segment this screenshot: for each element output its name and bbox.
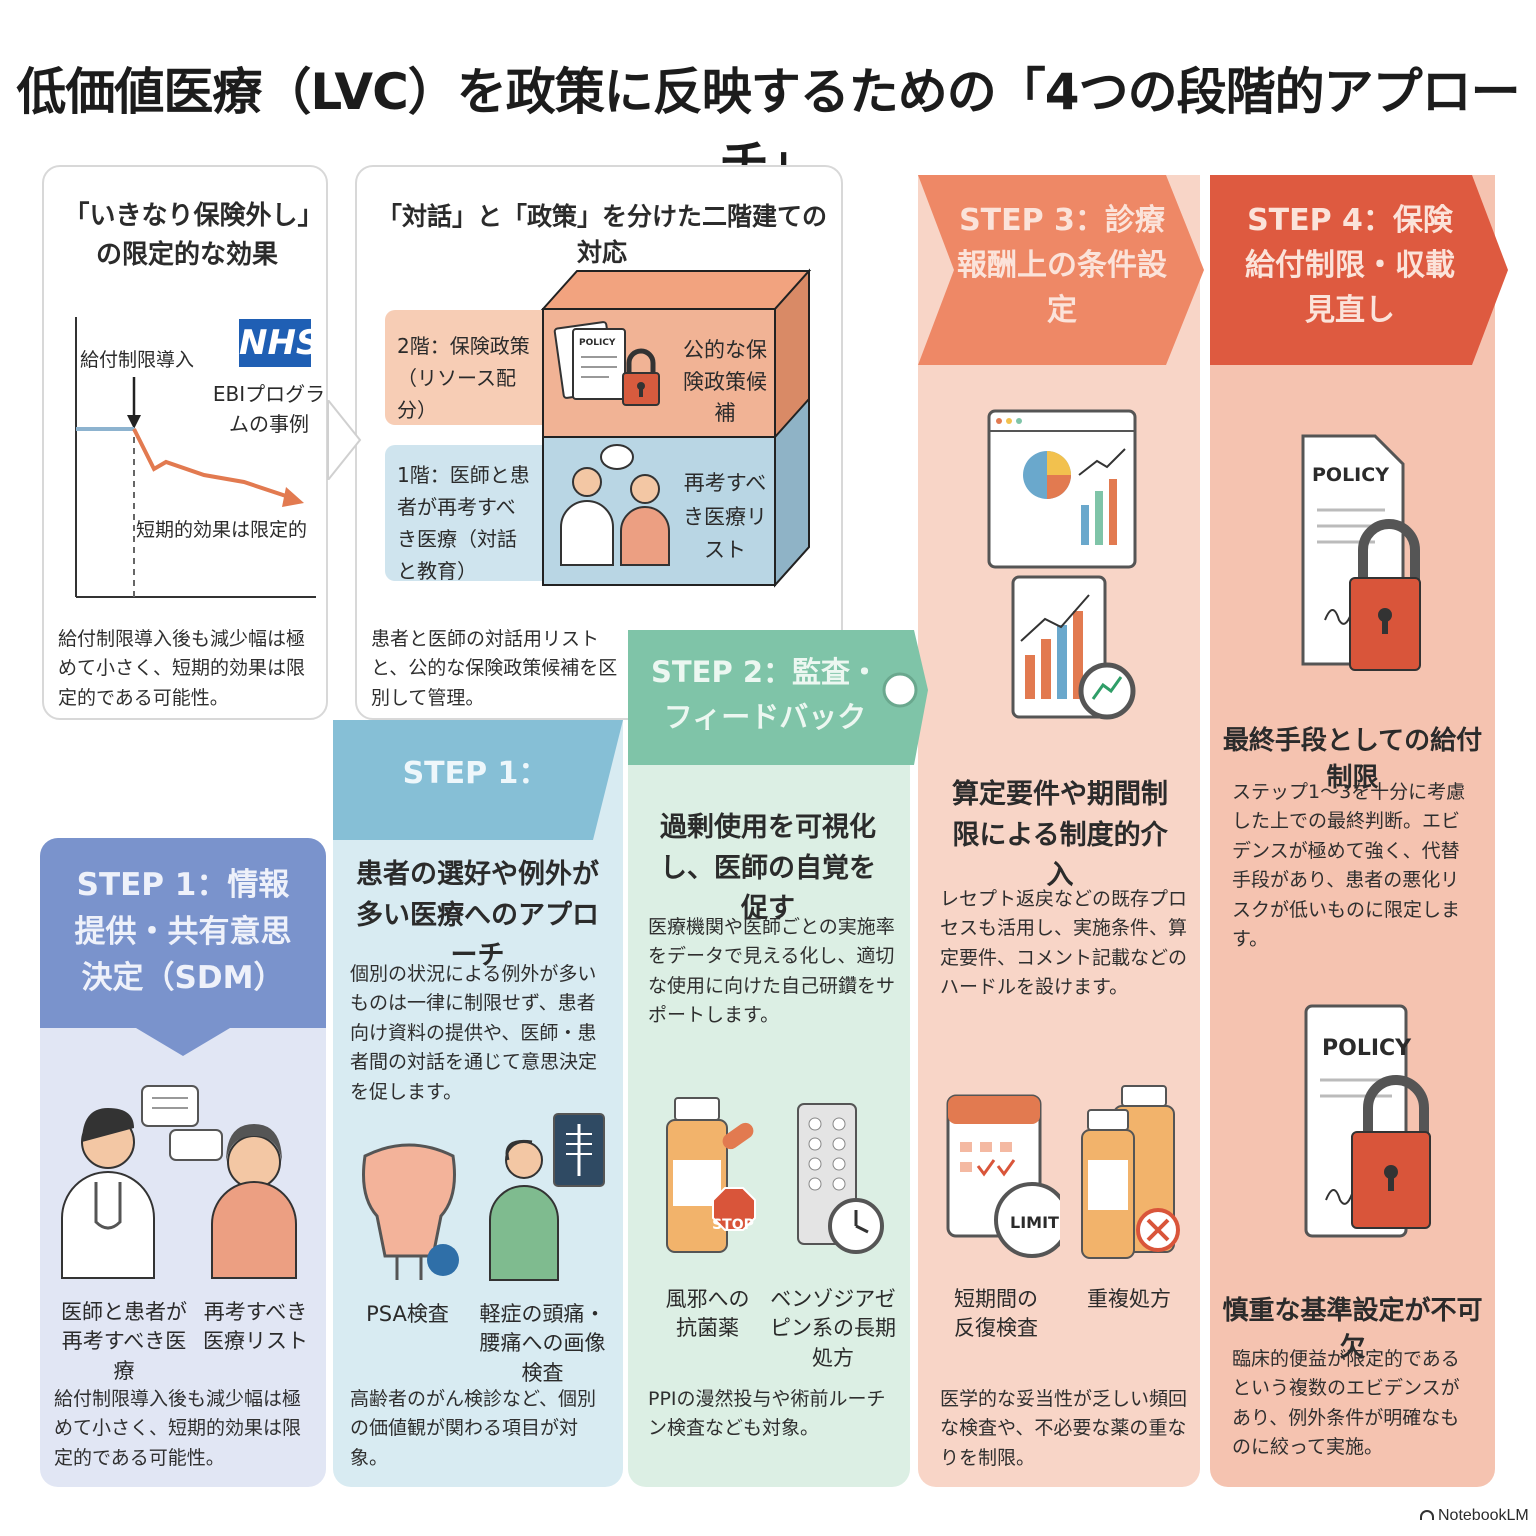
step1b-banner [333, 720, 623, 840]
step4-banner [1210, 175, 1508, 365]
step1a-header: STEP 1：情報提供・共有意思決定（SDM） [74, 867, 292, 996]
doctor-icon [560, 500, 614, 566]
policy-tag-2: POLICY [1322, 1036, 1412, 1061]
document-policy-tag: POLICY [579, 338, 616, 348]
step4-description-1: ステップ1〜3を十分に考慮した上での最終判断。エビデンスが極めて強く、代替手段が… [1232, 781, 1466, 951]
step4-heading-1: 最終手段としての給付制限 [1222, 726, 1483, 793]
doctor-patient-conversation-icon [61, 1085, 297, 1279]
floor2-label: 2階：保険政策（リソース配分） [385, 310, 545, 425]
step2-footer: PPIの漫然投与や術前ルーチン検査なども対象。 [648, 1388, 886, 1440]
after-trend-line [132, 428, 290, 499]
panel-b-heading: 「対話」と「政策」を分けた二階建ての対応 [376, 202, 827, 267]
headache-xray-icon [489, 1113, 605, 1281]
step2-heading: 過剰使用を可視化し、医師の自覚を促す [660, 812, 876, 924]
policy-tag-1: POLICY [1312, 464, 1389, 486]
effect-line-chart [75, 317, 316, 598]
step3-footer: 医学的な妥当性が乏しい頻回な検査や、不必要な薬の重なりを制限。 [940, 1388, 1188, 1469]
step1b-footer: 高齢者のがん検診など、個別の価値観が関わる項目が対象。 [350, 1388, 597, 1469]
document-icon-back [572, 328, 626, 400]
down-arrow-head [127, 415, 141, 429]
step2-item1: 風邪への抗菌薬 [665, 1287, 750, 1341]
step4-description-2: 臨床的便益が限定的であるという複数のエビデンスがあり、例外条件が明確なものに絞っ… [1232, 1348, 1460, 1459]
step1b-item2: 軽症の頭痛・腰痛への画像検査 [479, 1302, 606, 1385]
intro-label: 給付制限導入 [80, 349, 195, 371]
box-top [540, 270, 812, 310]
speech-bubble-icon [600, 444, 634, 470]
panel-b-description: 患者と医師の対話用リストと、公的な保険政策候補を区別して管理。 [371, 628, 618, 709]
step3-item1: 短期間の反復検査 [954, 1287, 1038, 1341]
step4-header: STEP 4：保険給付制限・収載見直し [1245, 203, 1455, 328]
step2-header: STEP 2：監査・フィードバック [650, 655, 879, 734]
page-title: 低価値医療（LVC）を政策に反映するための「4つの段階的アプローチ」 [16, 63, 1520, 193]
step2-description: 医療機関や医師ごとの実施率をデータで見える化し、適切な使用に向けた自己研鑽をサポ… [648, 916, 896, 1027]
policy-lock-icon-1 [1301, 434, 1421, 671]
step1b-item1: PSA検査 [366, 1302, 449, 1326]
reconsider-list-box: 再考すべき医療リスト [683, 471, 767, 563]
step4-heading-2: 慎重な基準設定が不可欠 [1222, 1296, 1483, 1363]
pill-pack-clock-icon [797, 1103, 884, 1254]
step1a-footer: 給付制限導入後も減少幅は極めて小さく、短期的効果は限定的である可能性。 [54, 1388, 302, 1469]
ebi-program-label: EBIプログラムの事例 [212, 382, 326, 436]
panel-a-description: 給付制限導入後も減少幅は極めて小さく、短期的効果は限定的である可能性。 [58, 628, 306, 709]
lock-icon-shackle [626, 348, 656, 375]
panel-a-heading: 「いきなり保険外し」の限定的な効果 [63, 201, 311, 270]
step1a-item1: 医師と患者が再考すべき医療 [61, 1300, 187, 1383]
step3-description: レセプト返戻などの既存プロセスも活用し、実施条件、算定要件、コメント記載などのハ… [940, 888, 1188, 999]
policy-lock-icon-2 [1304, 1004, 1431, 1238]
panel-arrow-icon [327, 400, 362, 480]
patient-icon [620, 506, 670, 566]
stop-sign-label: STOP [712, 1217, 754, 1233]
calendar-limit-icon [946, 1094, 1060, 1258]
step3-heading: 算定要件や期間制限による制度的介入 [952, 779, 1168, 891]
short-term-effect-label: 短期的効果は限定的 [136, 519, 308, 541]
step3-banner [918, 175, 1204, 365]
nhs-logo: NHS [239, 319, 320, 367]
notebooklm-brand: NotebookLM [1420, 1507, 1529, 1525]
step3-header: STEP 3：診療報酬上の条件設定 [957, 203, 1167, 328]
public-policy-candidate: 公的な保険政策候補 [683, 338, 767, 425]
step1b-header: STEP 1： [402, 756, 549, 791]
trend-arrow-head [282, 487, 304, 507]
dashboard-chart-icon [987, 409, 1137, 720]
step2-item2: ベンゾジアゼピン系の長期処方 [770, 1287, 896, 1370]
step3-column [918, 175, 1200, 1487]
panel-two-floor: 「対話」と「政策」を分けた二階建ての対応 2階：保険政策（リソース配分） 1階：… [355, 165, 843, 720]
step2-column [628, 630, 910, 1487]
panel-limited-effect: 「いきなり保険外し」の限定的な効果 給付制限導入 NHS EBIプログラムの事例… [42, 165, 328, 720]
patient-icon-head [630, 474, 660, 504]
floor1-label: 1階：医師と患者が再考すべき医療（対話と教育） [385, 445, 545, 583]
step1b-heading: 患者の選好や例外が多い医療へのアプローチ [356, 859, 599, 971]
step3-item2: 重複処方 [1087, 1287, 1171, 1311]
step4-column [1210, 175, 1495, 1487]
antibiotic-bottle-icon [666, 1097, 756, 1253]
step1b-description: 個別の状況による例外が多いものは一律に制限せず、患者向け資料の提供や、医師・患者… [350, 963, 598, 1103]
notebooklm-logo-icon [1420, 1510, 1434, 1520]
prostate-icon [362, 1143, 459, 1280]
step1b-column [333, 720, 623, 1487]
two-floor-box [540, 268, 812, 588]
brand-label: NotebookLM [1438, 1507, 1529, 1524]
duplicate-prescription-icon [1081, 1085, 1180, 1259]
doctor-icon-head [572, 467, 602, 497]
step1a-item2: 再考すべき医療リスト [203, 1300, 308, 1354]
limit-label: LIMIT [1010, 1213, 1059, 1232]
step1a-banner [40, 838, 326, 1056]
step2-banner [628, 630, 928, 765]
